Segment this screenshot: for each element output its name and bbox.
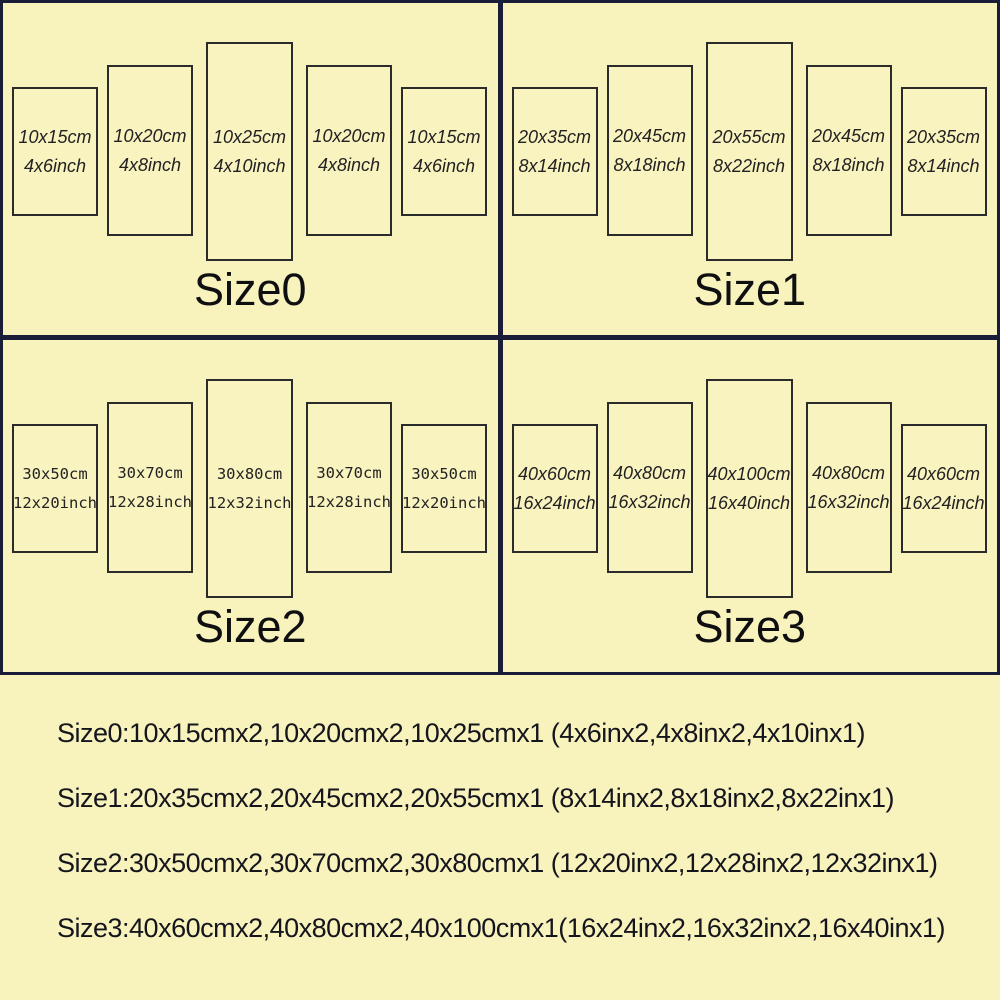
panel-inch-label: 4x6inch (412, 155, 476, 176)
size-panel: 10x20cm 4x8inch (306, 65, 392, 236)
size-panel: 20x35cm 8x14inch (900, 87, 987, 216)
panel-inch-label: 4x10inch (213, 155, 286, 176)
size-panel: 30x70cm 12x28inch (306, 402, 392, 573)
summary-line-size1: Size1:20x35cmx2,20x45cmx2,20x55cmx1 (8x1… (57, 783, 894, 813)
panel-inch-label: 8x14inch (518, 155, 591, 176)
panel-cm-label: 10x20cm (312, 125, 386, 146)
panel-cm-label: 10x15cm (407, 126, 481, 147)
quadrant-size0: 10x15cm 4x6inch 10x20cm 4x8inch 10x25cm … (3, 3, 498, 335)
panel-inch-label: 4x6inch (23, 155, 87, 176)
quadrant-label-size3: Size3 (693, 601, 807, 652)
panel-cm-label: 30x80cm (216, 464, 283, 483)
panel-inch-label: 4x8inch (118, 154, 182, 175)
panel-inch-label: 8x22inch (712, 155, 786, 176)
panel-cm-label: 40x80cm (612, 462, 687, 483)
size-panel: 40x60cm 16x24inch (900, 424, 987, 553)
panel-inch-label: 16x40inch (707, 492, 791, 513)
quadrant-label-size0: Size0 (193, 264, 307, 315)
panel-cm-label: 40x60cm (906, 463, 981, 484)
panel-cm-label: 20x55cm (712, 126, 786, 147)
summary-line-size3: Size3:40x60cmx2,40x80cmx2,40x100cmx1(16x… (57, 913, 946, 943)
panel-inch-label: 12x32inch (207, 493, 292, 512)
size-panel: 10x20cm 4x8inch (107, 65, 193, 236)
panel-cm-label: 20x45cm (811, 125, 886, 146)
panel-cm-label: 20x35cm (906, 126, 981, 147)
panel-cm-label: 30x50cm (411, 464, 477, 483)
size-panel: 10x25cm 4x10inch (206, 42, 293, 261)
summary-line-size0: Size0:10x15cmx2,10x20cmx2,10x25cmx1 (4x6… (57, 718, 865, 748)
size-panel: 40x60cm 16x24inch (511, 424, 598, 553)
size-panel: 30x50cm 12x20inch (12, 424, 98, 553)
panel-cm-label: 30x70cm (316, 463, 382, 482)
panel-inch-label: 8x18inch (613, 154, 686, 175)
quadrant-size3: 40x60cm 16x24inch 40x80cm 16x32inch 40x1… (502, 340, 997, 672)
size-panel: 40x80cm 16x32inch (805, 402, 892, 573)
panel-inch-label: 16x32inch (608, 491, 691, 512)
panel-inch-label: 16x24inch (902, 492, 985, 513)
panel-cm-label: 30x50cm (22, 464, 88, 483)
size-panel: 40x100cm 16x40inch (705, 379, 793, 598)
panel-cm-label: 40x80cm (811, 462, 886, 483)
size-panel: 10x15cm 4x6inch (401, 87, 487, 216)
panel-inch-label: 12x20inch (402, 493, 486, 512)
panel-inch-label: 12x20inch (13, 493, 97, 512)
panel-cm-label: 30x70cm (117, 463, 183, 482)
quadrant-label-size2: Size2 (193, 601, 307, 652)
panel-cm-label: 40x60cm (517, 463, 592, 484)
size-panel: 30x80cm 12x32inch (206, 379, 293, 598)
panel-cm-label: 10x25cm (212, 126, 287, 147)
panel-inch-label: 8x14inch (907, 155, 980, 176)
quadrant-size1: 20x35cm 8x14inch 20x45cm 8x18inch 20x55c… (502, 3, 997, 335)
size-panel: 20x45cm 8x18inch (606, 65, 693, 236)
size-panel: 30x50cm 12x20inch (401, 424, 487, 553)
size-panel: 10x15cm 4x6inch (12, 87, 98, 216)
size-panel: 40x80cm 16x32inch (606, 402, 693, 573)
panel-inch-label: 16x32inch (807, 491, 890, 512)
panel-cm-label: 20x45cm (612, 125, 687, 146)
size-chart-board: 10x15cm 4x6inch 10x20cm 4x8inch 10x25cm … (0, 0, 1000, 675)
panel-cm-label: 10x20cm (113, 125, 187, 146)
panel-inch-label: 12x28inch (307, 492, 391, 511)
size-panel: 20x55cm 8x22inch (705, 42, 793, 261)
panel-inch-label: 4x8inch (317, 154, 381, 175)
panel-cm-label: 40x100cm (707, 463, 791, 484)
quadrant-label-size1: Size1 (693, 264, 807, 315)
size-panel: 20x35cm 8x14inch (511, 87, 598, 216)
size-panel: 20x45cm 8x18inch (805, 65, 892, 236)
summary-line-size2: Size2:30x50cmx2,30x70cmx2,30x80cmx1 (12x… (57, 848, 938, 878)
quadrant-size2: 30x50cm 12x20inch 30x70cm 12x28inch 30x8… (3, 340, 498, 672)
panel-cm-label: 10x15cm (18, 126, 92, 147)
panel-inch-label: 12x28inch (108, 492, 192, 511)
panel-inch-label: 16x24inch (513, 492, 596, 513)
panel-cm-label: 20x35cm (517, 126, 592, 147)
panel-inch-label: 8x18inch (812, 154, 885, 175)
size-panel: 30x70cm 12x28inch (107, 402, 193, 573)
